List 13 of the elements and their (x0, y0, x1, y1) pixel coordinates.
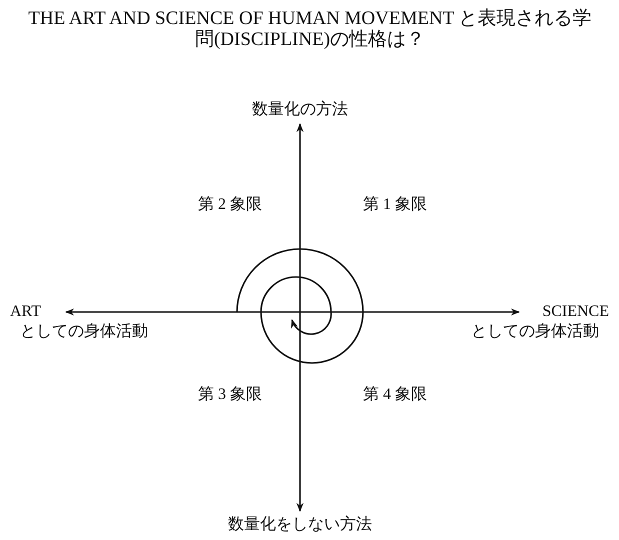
axis-arrow (65, 308, 520, 316)
axis-label: ART (10, 302, 42, 322)
axis-label: 数量化の方法 (252, 100, 348, 120)
axis-label: SCIENCE (541, 302, 609, 322)
quadrant-label: 第 3 象限 (198, 385, 262, 405)
axis-label: 数量化をしない方法 (228, 515, 372, 535)
quadrant-label: 第 2 象限 (198, 195, 262, 215)
quadrant-label: 第 1 象限 (363, 195, 427, 215)
title: THE ART AND SCIENCE OF HUMAN MOVEMENT と表現される学問(DISCIPLINE)の性格は？ (27, 8, 593, 50)
quadrant-label: 第 4 象限 (363, 385, 427, 405)
axis-label: としての身体活動 (19, 322, 148, 342)
axis-label: としての身体活動 (471, 322, 600, 342)
axis-arrow (296, 123, 304, 512)
